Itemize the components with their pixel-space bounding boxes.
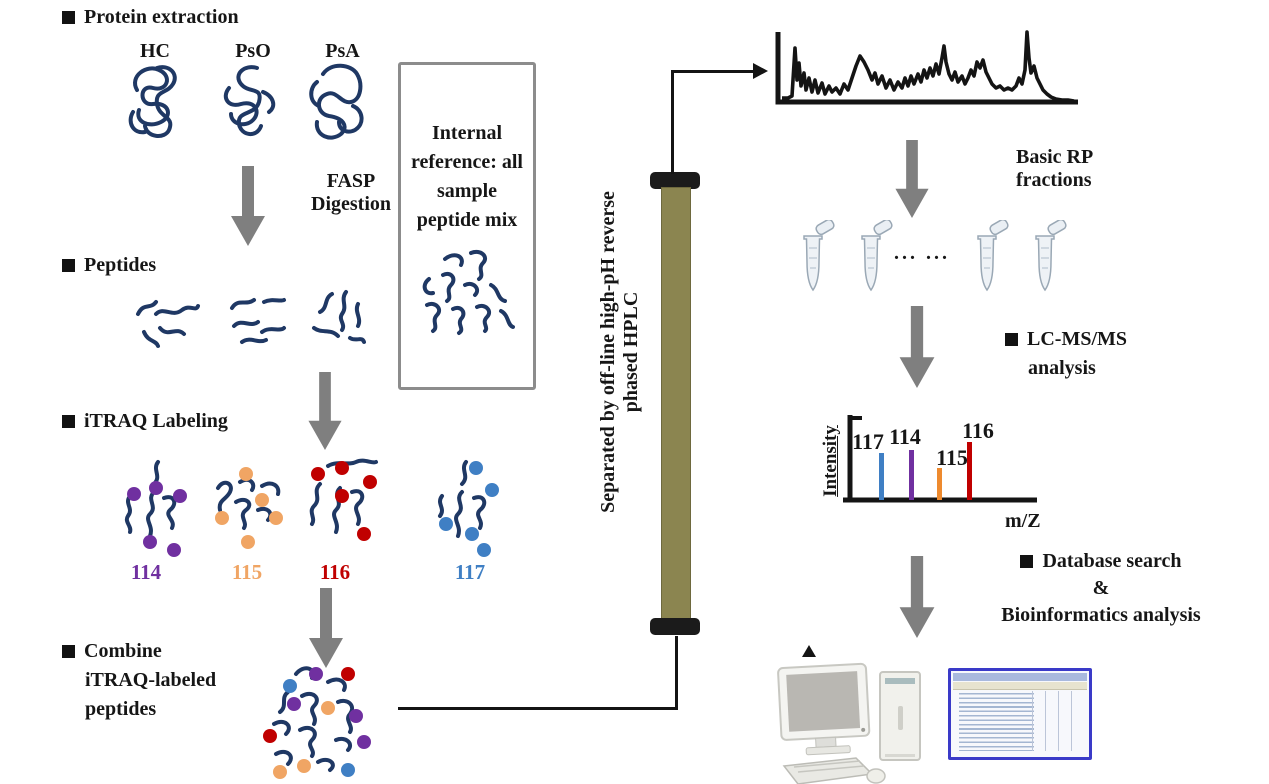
lcms-analysis-heading: LC-MS/MS analysis [1005,328,1127,380]
internal-reference-text: Internal reference: all sample peptide m… [411,122,523,231]
connector-line [671,70,674,174]
peptides-label: Peptides [84,254,157,276]
peak-label-115: 115 [936,445,968,470]
square-bullet-icon [62,11,75,24]
down-arrow-icon [895,140,929,218]
square-bullet-icon [62,415,75,428]
hplc-column-label: Separated by off-line high-pH reverse ph… [597,191,642,513]
fraction-tube-icon [861,220,893,292]
peptides-heading: Peptides [62,254,156,277]
labeled-peptides-115-icon [215,467,283,549]
combined-peptide-pool-icon [263,666,371,779]
fraction-tube-icon [803,220,835,292]
connector-line [675,636,678,710]
peak-label-116: 116 [962,418,994,443]
internal-reference-box: Internal reference: all sample peptide m… [398,62,536,390]
column-bottom-cap [650,618,700,635]
peak-label-117: 117 [852,429,884,454]
peak-115 [937,468,942,500]
sample-label-pso: PsO [235,40,271,62]
table-rows [959,693,1034,751]
peptides-icon [230,298,286,344]
fraction-tube-icon [1035,220,1067,292]
mass-spectrum: 117 114 115 116 [843,415,1037,503]
connector-line [398,707,678,710]
chromatogram-trace [775,30,1078,105]
table-header-row [953,682,1087,690]
down-arrow-icon [899,306,935,388]
desktop-computer-icon [777,662,921,784]
protein-extraction-label: Protein extraction [84,6,239,28]
tag-label-115: 115 [231,560,263,584]
protein-tangle-icon [128,65,177,138]
hplc-column-body [661,187,691,622]
combine-heading: Combine iTRAQ-labeled peptides [62,640,216,721]
sample-label-hc: HC [140,40,170,62]
results-table-image [948,668,1092,760]
down-arrow-icon [308,372,342,450]
down-arrow-icon [899,556,935,638]
tag-label-117: 117 [454,560,486,584]
protein-tangle-icon [223,65,276,136]
square-bullet-icon [1005,333,1018,346]
square-bullet-icon [62,259,75,272]
sample-label-psa: PsA [325,40,360,62]
tube-ellipsis: ... ... [894,242,950,264]
labeled-peptides-117-icon [438,460,499,557]
peak-114 [909,450,914,500]
tag-label-116: 116 [319,560,351,584]
connector-line [671,70,755,73]
peak-label-114: 114 [889,424,921,449]
cursor-triangle-icon [802,645,816,657]
itraq-labeling-label: iTRAQ Labeling [84,410,228,432]
itraq-labeling-heading: iTRAQ Labeling [62,410,228,433]
table-column-lines [1031,691,1084,751]
peptides-icon [312,290,366,344]
tag-label-114: 114 [130,560,162,584]
spectrum-x-axis-label: m/Z [1005,510,1041,532]
peptide-mix-icon [422,250,515,335]
peak-116 [967,442,972,500]
labeled-peptides-116-icon [309,458,378,541]
down-arrow-icon [309,588,343,668]
column-top-cap [650,172,700,189]
protein-tangle-icon [309,63,364,140]
database-search-heading: Database search & Bioinformatics analysi… [1001,550,1201,626]
peak-117 [879,453,884,500]
basic-rp-fractions-label: Basic RP fractions [1016,146,1094,191]
right-arrowhead-icon [753,63,768,79]
table-title-bar [953,673,1087,681]
peptides-icon [136,300,200,348]
fasp-digestion-label: FASP Digestion [311,170,391,215]
square-bullet-icon [62,645,75,658]
square-bullet-icon [1020,555,1034,568]
fraction-tube-icon [977,220,1009,292]
labeled-peptides-114-icon [124,460,187,557]
down-arrow-icon [231,166,265,246]
protein-extraction-heading: Protein extraction [62,6,239,29]
